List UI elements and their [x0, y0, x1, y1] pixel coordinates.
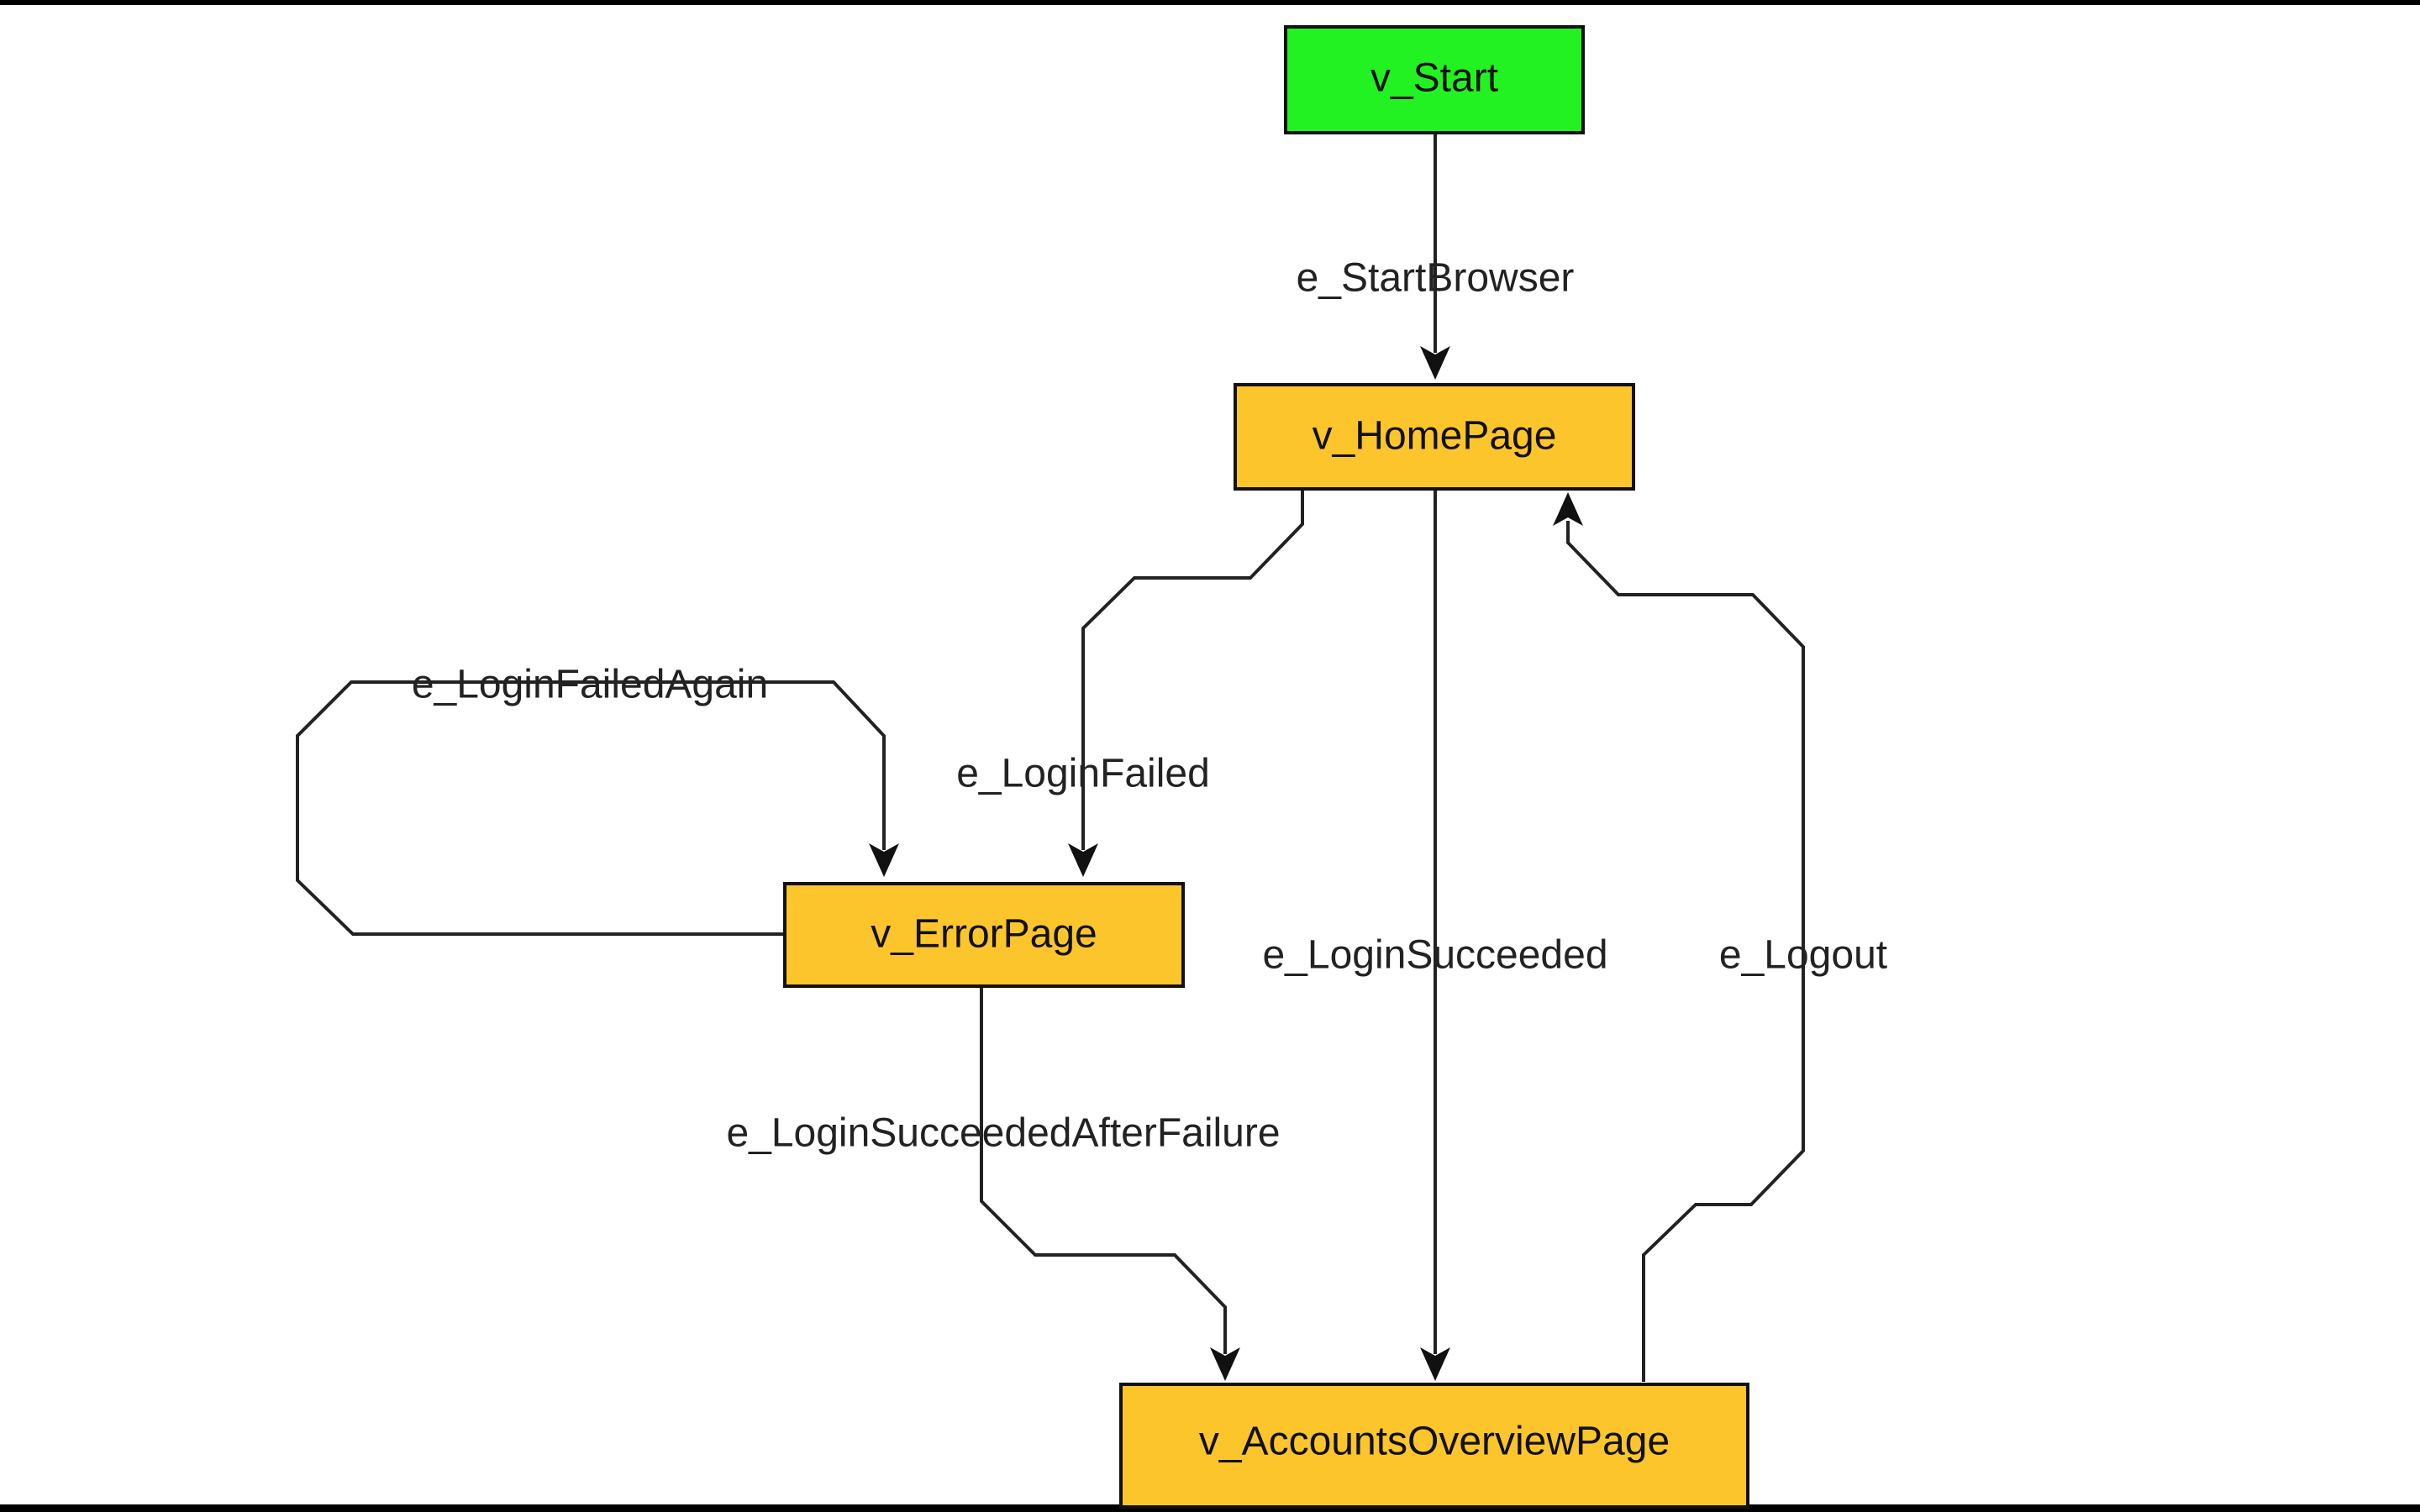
node-label-start: v_Start — [1370, 56, 1498, 101]
edge-start-browser — [1420, 133, 1450, 380]
edge-login-failed-again — [296, 680, 899, 936]
edge-label-login-succeeded-after-failure: e_LoginSucceededAfterFailure — [726, 1111, 1280, 1156]
node-start: v_Start — [1284, 25, 1585, 134]
node-label-accounts-overview-page: v_AccountsOverviewPage — [1199, 1420, 1670, 1464]
arrowhead-icon — [1068, 843, 1098, 877]
edge-login-succeeded — [1420, 489, 1450, 1381]
arrowhead-icon — [1420, 1347, 1450, 1381]
edge-label-logout: e_Logout — [1719, 933, 1887, 978]
node-accounts-overview-page: v_AccountsOverviewPage — [1119, 1383, 1749, 1509]
edge-login-failed — [1068, 489, 1304, 877]
node-error-page: v_ErrorPage — [783, 882, 1185, 988]
arrowhead-icon — [869, 843, 899, 877]
arrowhead-icon — [1553, 492, 1583, 526]
arrowhead-icon — [1420, 346, 1450, 380]
arrowhead-icon — [1210, 1347, 1240, 1381]
edge-label-start-browser: e_StartBrowser — [1297, 256, 1575, 301]
edge-label-login-failed: e_LoginFailed — [956, 752, 1210, 796]
diagram-canvas: e_StartBrowser e_LoginFailed e_LoginFail… — [0, 5, 2420, 1509]
node-label-error-page: v_ErrorPage — [871, 912, 1097, 957]
edge-logout — [1553, 492, 1805, 1382]
edge-login-succeeded-after-failure — [980, 986, 1240, 1381]
node-label-home-page: v_HomePage — [1313, 414, 1557, 459]
edge-label-login-succeeded: e_LoginSucceeded — [1262, 933, 1607, 978]
edge-label-login-failed-again: e_LoginFailedAgain — [412, 663, 768, 707]
node-home-page: v_HomePage — [1234, 383, 1635, 491]
